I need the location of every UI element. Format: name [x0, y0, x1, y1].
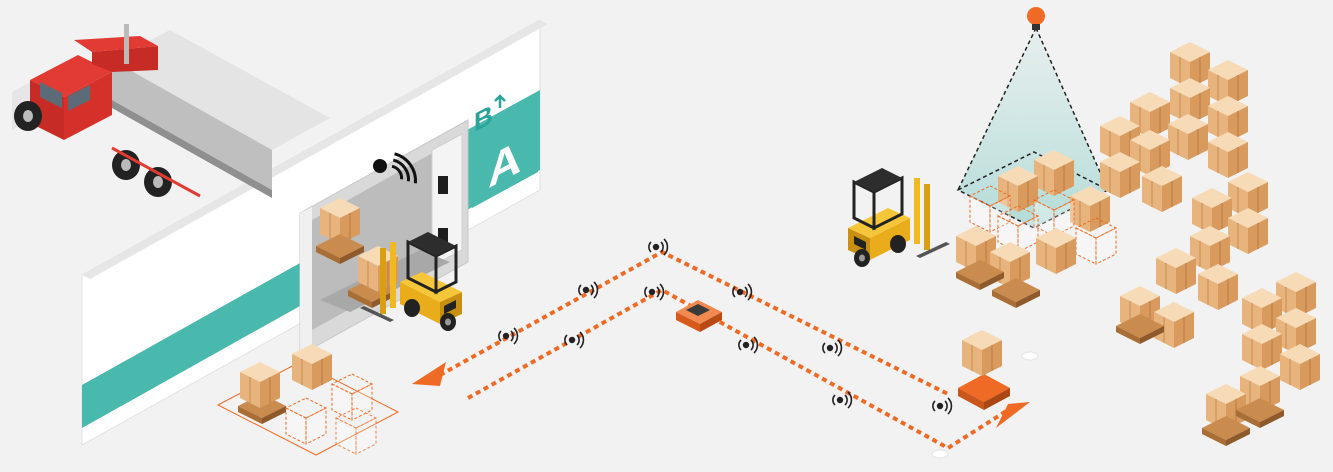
direction-arrow-left-icon	[412, 362, 446, 386]
staging-area	[218, 344, 398, 455]
path-rfid-tags	[499, 239, 952, 414]
robot-path	[440, 252, 1008, 448]
door-sensor	[438, 176, 448, 194]
rfid-signal-icon	[499, 328, 518, 344]
direction-arrow-right-icon	[996, 402, 1030, 428]
rfid-signal-icon	[933, 398, 952, 414]
amr-robot-icon[interactable]	[676, 300, 722, 332]
storage-forklift-icon[interactable]	[848, 168, 950, 267]
rfid-signal-icon	[823, 340, 842, 356]
amr-carrier-icon[interactable]	[958, 330, 1010, 410]
